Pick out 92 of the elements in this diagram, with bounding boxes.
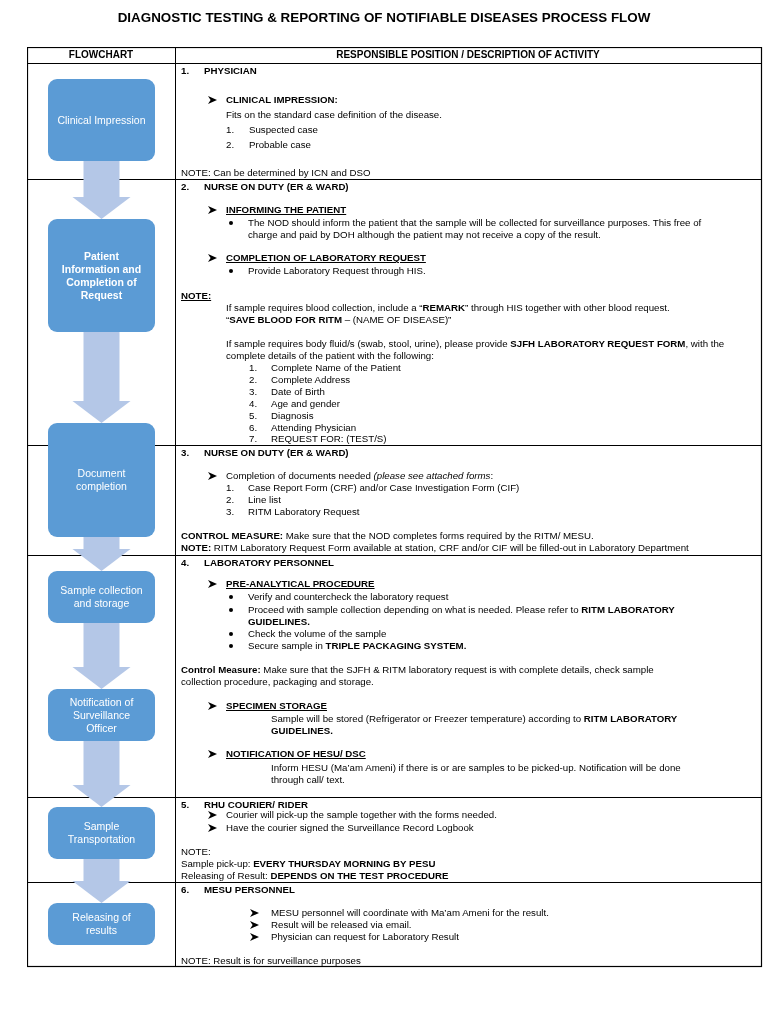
note-text: Control Measure: Make sure that the SJFH & RITM laboratory request is with complete details, check sample collection procedure, packaging and storage.	[181, 664, 655, 688]
bullet-text: Result will be released via email.	[271, 919, 412, 931]
note-text: “SAVE BLOOD FOR RITM – (NAME OF DISEASE)”	[226, 314, 452, 326]
bullet-text: Secure sample in TRIPLE PACKAGING SYSTEM.	[248, 640, 467, 652]
list-number: 1.	[226, 124, 235, 136]
column-header: FLOWCHART	[68, 49, 134, 61]
list-item-text: Complete Address	[271, 374, 351, 386]
bullet-text: Check the volume of the sample	[248, 628, 387, 640]
process-box	[48, 423, 155, 537]
description-text: Fits on the standard case definition of the disease.	[226, 109, 442, 121]
note-text: NOTE: RITM Laboratory Request Form available at station, CRF and/or CIF will be filled-out in Laboratory Department	[181, 542, 689, 554]
block-arrow	[72, 623, 131, 689]
subheading: CLINICAL IMPRESSION:	[226, 94, 338, 106]
note-text: If sample requires body fluid/s (swab, stool, urine), please provide SJFH LABORATORY REQUEST FORM, with the complete details of the patient with the following:	[226, 338, 726, 362]
step-label: Sample Transportation	[66, 820, 137, 846]
step-label: Clinical Impression	[57, 113, 146, 127]
list-number: 2.	[226, 139, 235, 151]
note-text: NOTE: Result is for surveillance purposes	[181, 955, 361, 967]
subheading: SPECIMEN STORAGE	[226, 700, 328, 712]
section-heading: RHU COURIER/ RIDER	[204, 799, 308, 811]
block-arrow	[72, 161, 131, 219]
bullet-text: Completion of documents needed (please see attached forms:	[226, 470, 494, 482]
subheading: PRE-ANALYTICAL PROCEDURE	[226, 578, 375, 590]
note-heading: NOTE:	[181, 290, 212, 302]
process-box	[48, 219, 155, 332]
bullet-text: Verify and countercheck the laboratory request	[248, 591, 449, 603]
process-box	[48, 903, 155, 945]
list-item-text: Case Report Form (CRF) and/or Case Investigation Form (CIF)	[248, 482, 520, 494]
bullet-text: Have the courier signed the Surveillance Record Logbook	[226, 822, 474, 834]
note-text: If sample requires blood collection, include a “REMARK” through HIS together with other blood request.	[226, 302, 670, 314]
block-arrow	[72, 332, 131, 423]
list-item-text: Age and gender	[271, 398, 340, 410]
description-text: Inform HESU (Ma’am Ameni) if there is or are samples to be picked-up. Notification will be done through call/ text.	[271, 762, 682, 786]
step-label: Sample collection and storage	[59, 584, 144, 610]
step-label: Releasing of results	[71, 911, 132, 937]
list-number: 2.	[249, 374, 258, 386]
subheading: INFORMING THE PATIENT	[226, 204, 347, 216]
column-header: RESPONSIBLE POSITION / DESCRIPTION OF ACTIVITY	[336, 49, 600, 61]
diagram-title: DIAGNOSTIC TESTING & REPORTING OF NOTIFIABLE DISEASES PROCESS FLOW	[117, 10, 651, 26]
bullet-text: Physician can request for Laboratory Result	[271, 931, 459, 943]
section-number: 6.	[181, 884, 190, 896]
list-number: 4.	[249, 398, 258, 410]
section-number: 3.	[181, 447, 190, 459]
list-item-text: Suspected case	[249, 124, 318, 136]
list-number: 1.	[249, 362, 258, 374]
section-number: 1.	[181, 65, 190, 77]
list-item-text: Date of Birth	[271, 386, 325, 398]
list-item-text: Probable case	[249, 139, 311, 151]
section-number: 4.	[181, 557, 190, 569]
subheading: COMPLETION OF LABORATORY REQUEST	[226, 252, 426, 264]
section-heading: NURSE ON DUTY (ER & WARD)	[204, 181, 349, 193]
list-item-text: Line list	[248, 494, 281, 506]
section-heading: NURSE ON DUTY (ER & WARD)	[204, 447, 349, 459]
note-text: CONTROL MEASURE: Make sure that the NOD completes forms required by the RITM/ MESU.	[181, 530, 594, 542]
list-item-text: RITM Laboratory Request	[248, 506, 360, 518]
list-number: 1.	[226, 482, 235, 494]
section-number: 2.	[181, 181, 190, 193]
list-number: 2.	[226, 494, 235, 506]
list-item-text: REQUEST FOR: (TEST/S)	[271, 433, 387, 445]
list-item-text: Diagnosis	[271, 410, 314, 422]
process-box	[48, 807, 155, 859]
list-number: 5.	[249, 410, 258, 422]
bullet-text: MESU personnel will coordinate with Ma’am Ameni for the result.	[271, 907, 549, 919]
list-number: 6.	[249, 422, 258, 434]
block-arrow	[72, 741, 131, 807]
bullet-text: Courier will pick-up the sample together with the forms needed.	[226, 809, 497, 821]
list-number: 7.	[249, 433, 258, 445]
process-box	[48, 79, 155, 161]
list-number: 3.	[249, 386, 258, 398]
step-label: Document completion	[75, 467, 128, 493]
list-item-text: Complete Name of the Patient	[271, 362, 401, 374]
note-text: Sample pick-up: EVERY THURSDAY MORNING BY PESU	[181, 858, 436, 870]
description-text: Sample will be stored (Refrigerator or Freezer temperature) according to RITM LABORATORY GUIDELINES.	[271, 713, 679, 737]
note-heading: NOTE:	[181, 846, 211, 858]
process-box	[48, 689, 155, 741]
bullet-text: The NOD should inform the patient that the sample will be collected for surveillance purposes. This free of charge and paid by DOH although the patient may not receive a copy of the result.	[248, 217, 703, 241]
section-number: 5.	[181, 799, 190, 811]
step-label: Patient Information and Completion of Request	[60, 249, 143, 302]
block-arrow	[72, 859, 131, 903]
list-number: 3.	[226, 506, 235, 518]
section-heading: LABORATORY PERSONNEL	[204, 557, 334, 569]
note-text: Releasing of Result: DEPENDS ON THE TEST PROCEDURE	[181, 870, 449, 882]
bullet-text: Provide Laboratory Request through HIS.	[248, 265, 426, 277]
process-box	[48, 571, 155, 623]
bullet-text: Proceed with sample collection depending on what is needed. Please refer to RITM LABORATORY GUIDELINES.	[248, 604, 676, 628]
step-label: Notification of Surveillance Officer	[68, 695, 135, 735]
subheading: NOTIFICATION OF HESU/ DSC	[226, 748, 366, 760]
section-heading: PHYSICIAN	[204, 65, 257, 77]
note-text: NOTE: Can be determined by ICN and DSO	[181, 167, 371, 179]
block-arrow	[72, 537, 131, 571]
list-item-text: Attending Physician	[271, 422, 357, 434]
section-heading: MESU PERSONNEL	[204, 884, 295, 896]
